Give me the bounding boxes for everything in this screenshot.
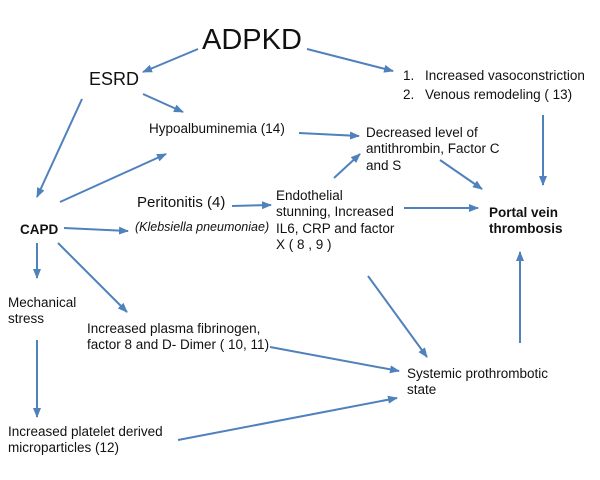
arrow-esrd-to-capd <box>36 98 83 198</box>
arrow-capd-to-klebsiella <box>63 226 129 235</box>
node-hypoalbuminemia: Hypoalbuminemia (14) <box>149 121 285 136</box>
node-endothelial: Endothelial stunning, Increased IL6, CRP… <box>276 188 395 253</box>
node-vasoconstriction-list: 1.Increased vasoconstriction 2.Venous re… <box>403 67 585 105</box>
arrow-platelet-to-systemic <box>177 395 398 441</box>
arrow-adpkd-to-vasoconstriction <box>306 48 394 73</box>
list-item: 2.Venous remodeling ( 13) <box>403 86 573 102</box>
arrow-capd-to-hypoalbuminemia <box>59 153 167 203</box>
arrow-hypoalbuminemia-to-antithrombin <box>298 131 360 140</box>
node-antithrombin: Decreased level of antithrombin, Factor … <box>366 125 500 173</box>
node-systemic-prothrombotic: Systemic prothrombotic state <box>407 366 549 398</box>
node-adpkd: ADPKD <box>202 24 302 56</box>
node-klebsiella: (Klebsiella pneumoniae) <box>135 220 270 234</box>
node-peritonitis: Peritonitis (4) <box>137 194 226 211</box>
arrow-esrd-to-hypoalbuminemia <box>142 93 184 113</box>
arrow-endothelial-to-systemic <box>367 275 428 358</box>
node-esrd: ESRD <box>89 69 140 89</box>
arrow-endothelial-to-antithrombin <box>333 153 361 179</box>
arrow-antithrombin-to-portal <box>439 159 483 190</box>
node-capd: CAPD <box>20 222 59 237</box>
list-item: 1.Increased vasoconstriction <box>403 68 585 83</box>
node-mechanical-stress: Mechanical stress <box>8 295 77 327</box>
node-platelet-microparticles: Increased platelet derived microparticle… <box>8 424 163 456</box>
arrow-peritonitis-to-endothelial <box>231 201 272 210</box>
arrow-adpkd-to-esrd <box>142 48 199 73</box>
node-fibrinogen: Increased plasma fibrinogen, factor 8 an… <box>87 321 270 353</box>
node-portal-vein-thrombosis: Portal vein thrombosis <box>489 205 563 237</box>
arrow-capd-to-fibrinogen <box>57 242 128 313</box>
arrow-fibrinogen-to-systemic <box>269 346 400 374</box>
